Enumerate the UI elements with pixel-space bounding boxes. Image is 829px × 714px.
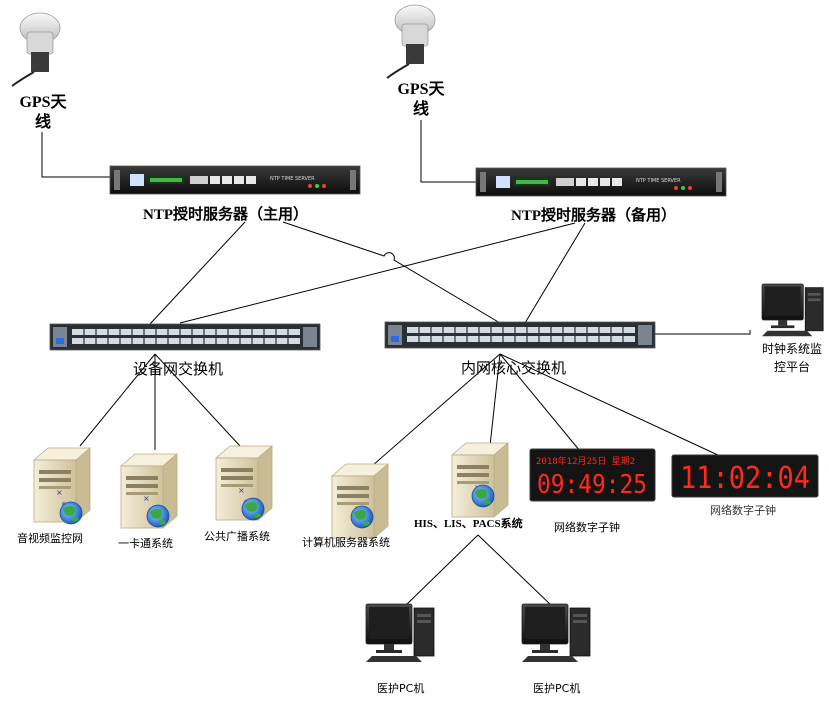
- link-switch2-monitor: [655, 330, 751, 335]
- link-sw2-clock2: [499, 353, 721, 457]
- clock-date-display: 2018年12月25日 星期2: [536, 455, 635, 467]
- medical-pc-icon: [521, 603, 591, 663]
- globe-icon: [146, 504, 170, 528]
- connection-lines: [41, 120, 751, 607]
- link-ntp2-switch2: [524, 222, 586, 324]
- gps-label-line2: 线: [34, 114, 51, 131]
- clock-time-display: 09:49:25: [537, 470, 647, 500]
- globe-icon: [59, 501, 83, 525]
- link-srv5-pc1: [404, 534, 479, 607]
- gps-antenna-label: GPS天 线: [392, 80, 450, 120]
- medical-pc-label: 医护PC机: [377, 682, 425, 695]
- link-ntp1-switch1: [149, 221, 246, 325]
- ntp-server-front-text: NTP TIME SERVER: [270, 176, 315, 182]
- device-network-switch-label: 设备网交换机: [133, 360, 224, 378]
- monitor-platform-pc-icon: [761, 283, 824, 337]
- link-ntp1-switch2: [282, 221, 501, 324]
- core-switch-icon: [384, 321, 656, 349]
- core-switch-label: 内网核心交换机: [461, 359, 567, 377]
- gps-label-line1: GPS天: [397, 81, 445, 98]
- medical-pc-label: 医护PC机: [533, 682, 581, 695]
- network-clock-label: 网络数字子钟: [710, 504, 776, 517]
- card-system-label: 一卡通系统: [118, 537, 173, 550]
- gps-antenna-label: GPS天 线: [14, 93, 72, 133]
- link-sw2-srv4: [371, 353, 501, 467]
- link-gps2-ntp2: [420, 120, 476, 183]
- gps-label-line1: GPS天: [19, 94, 67, 111]
- link-srv5-pc2: [477, 534, 553, 607]
- broadcast-system-label: 公共广播系统: [204, 530, 270, 543]
- globe-icon: [350, 505, 374, 529]
- ntp-server-primary-icon: NTP TIME SERVER: [109, 165, 361, 195]
- network-clock-label: 网络数字子钟: [554, 521, 620, 534]
- globe-icon: [241, 497, 265, 521]
- ntp-server-primary-label: NTP授时服务器（主用）: [143, 207, 309, 223]
- globe-icon: [471, 484, 495, 508]
- ntp-server-front-text: NTP TIME SERVER: [636, 178, 681, 184]
- monitor-label-line1: 时钟系统监: [761, 342, 822, 356]
- computer-server-label: 计算机服务器系统: [302, 536, 390, 549]
- gps-antenna-icon: [11, 12, 61, 87]
- ntp-server-backup-label: NTP授时服务器（备用）: [511, 208, 677, 224]
- gps-antenna-icon: [386, 4, 436, 79]
- link-sw2-srv5: [489, 353, 501, 447]
- digital-clock-with-date: 2018年12月25日 星期2 09:49:25: [529, 448, 656, 502]
- av-monitoring-label: 音视频监控网: [17, 532, 83, 545]
- link-sw2-clock1: [499, 353, 581, 452]
- link-sw1-srv1: [79, 353, 156, 447]
- his-lis-pacs-label: HIS、LIS、PACS系统: [414, 518, 523, 530]
- ntp-server-backup-icon: NTP TIME SERVER: [475, 167, 727, 197]
- link-gps1-ntp1: [41, 132, 110, 178]
- clock-time-display: 11:02:04: [680, 461, 810, 496]
- medical-pc-icon: [365, 603, 435, 663]
- monitor-label-line2: 控平台: [773, 360, 810, 374]
- digital-clock: 11:02:04: [671, 454, 819, 498]
- device-network-switch-icon: [49, 323, 321, 351]
- monitor-platform-label: 时钟系统监 控平台: [756, 340, 828, 376]
- link-sw1-srv3: [154, 353, 241, 447]
- link-ntp2-switch1: [179, 222, 576, 324]
- gps-label-line2: 线: [412, 101, 429, 118]
